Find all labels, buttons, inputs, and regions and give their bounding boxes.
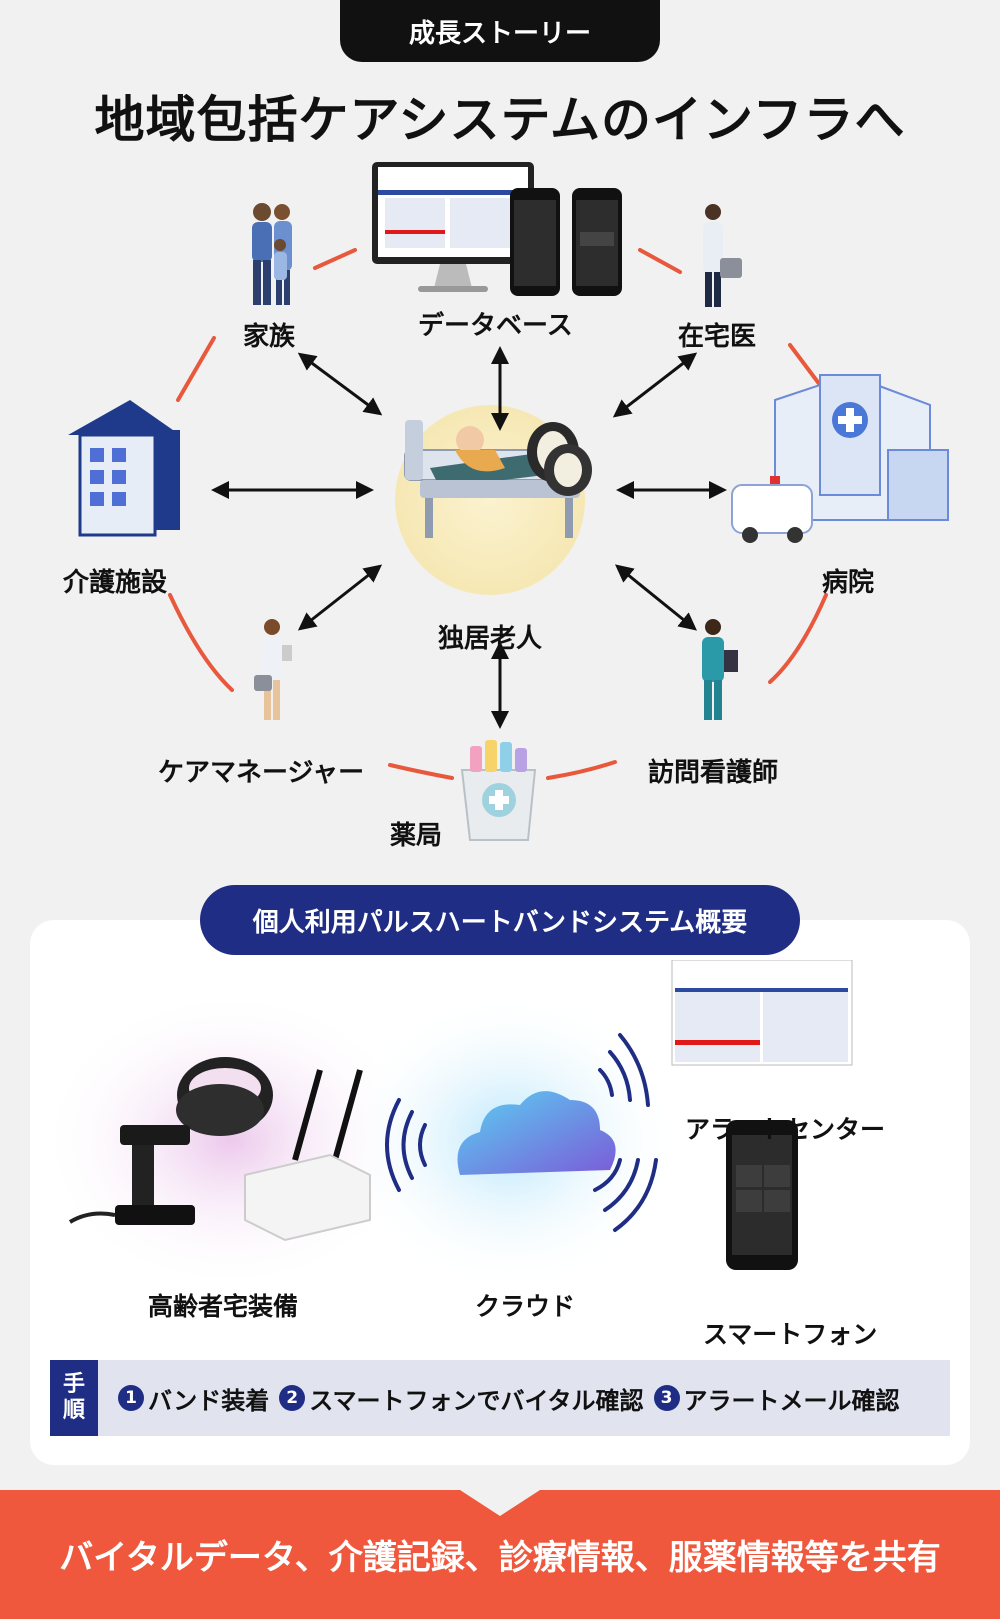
database-monitor-icon: [372, 162, 534, 292]
step-3: アラートメール確認: [683, 1386, 900, 1415]
node-label-care-manager: ケアマネージャー: [158, 758, 365, 788]
node-label-pharmacy: 薬局: [390, 821, 443, 851]
elderly-in-bed-icon: [404, 420, 585, 538]
hospital-icon: [731, 373, 949, 543]
caption-home-equipment: 高齢者宅装備: [148, 1292, 299, 1321]
pharmacy-bag-icon: [460, 740, 537, 841]
step-1: バンド装着: [148, 1386, 270, 1415]
caption-smartphone: スマートフォン: [703, 1320, 878, 1349]
ring-segments: [168, 248, 828, 780]
steps-tag: 手 順: [50, 1360, 98, 1436]
footer-notch: [460, 1490, 540, 1516]
node-label-family: 家族: [243, 322, 296, 352]
care-manager-icon: [254, 619, 292, 720]
page-title: 地域包括ケアシステムのインフラへ: [94, 91, 906, 149]
signal-waves-icon: [385, 1033, 658, 1232]
steps-bar: [50, 1360, 950, 1436]
step-2: スマートフォンでバイタル確認: [309, 1386, 644, 1415]
cloud-icon: [457, 1091, 616, 1175]
caption-alert-center: アラートセンター: [685, 1115, 886, 1144]
database-phone-icon: [510, 188, 622, 296]
node-label-home-doctor: 在宅医: [678, 322, 757, 352]
story-badge: 成長ストーリー: [340, 0, 660, 62]
step-number-3: 3: [653, 1385, 680, 1411]
caption-cloud: クラウド: [475, 1292, 576, 1321]
alert-center-screen-icon: [671, 960, 853, 1066]
step-number-1: 1: [118, 1385, 144, 1411]
system-overview-title: 個人利用パルスハートバンドシステム概要: [200, 885, 800, 955]
node-label-hospital: 病院: [822, 568, 875, 598]
node-label-database: データベース: [418, 311, 573, 341]
visiting-nurse-icon: [702, 619, 738, 720]
family-icon: [252, 203, 292, 305]
pulseheart-band-icon: [527, 422, 592, 496]
node-label-care-facility: 介護施設: [63, 568, 168, 598]
charger-stand-icon: [68, 1125, 195, 1225]
care-facility-icon: [68, 400, 180, 537]
wristband-icon: [176, 1057, 273, 1136]
smartphone-icon: [726, 1120, 798, 1270]
system-illustration: [40, 960, 853, 1290]
connection-arrows: [211, 346, 727, 729]
node-label-center: 独居老人: [438, 624, 543, 654]
home-doctor-icon: [703, 204, 742, 307]
ecosystem-diagram: [68, 162, 949, 841]
node-label-visiting-nurse: 訪問看護師: [648, 758, 779, 788]
router-icon: [244, 1069, 371, 1242]
step-number-2: 2: [279, 1385, 306, 1411]
